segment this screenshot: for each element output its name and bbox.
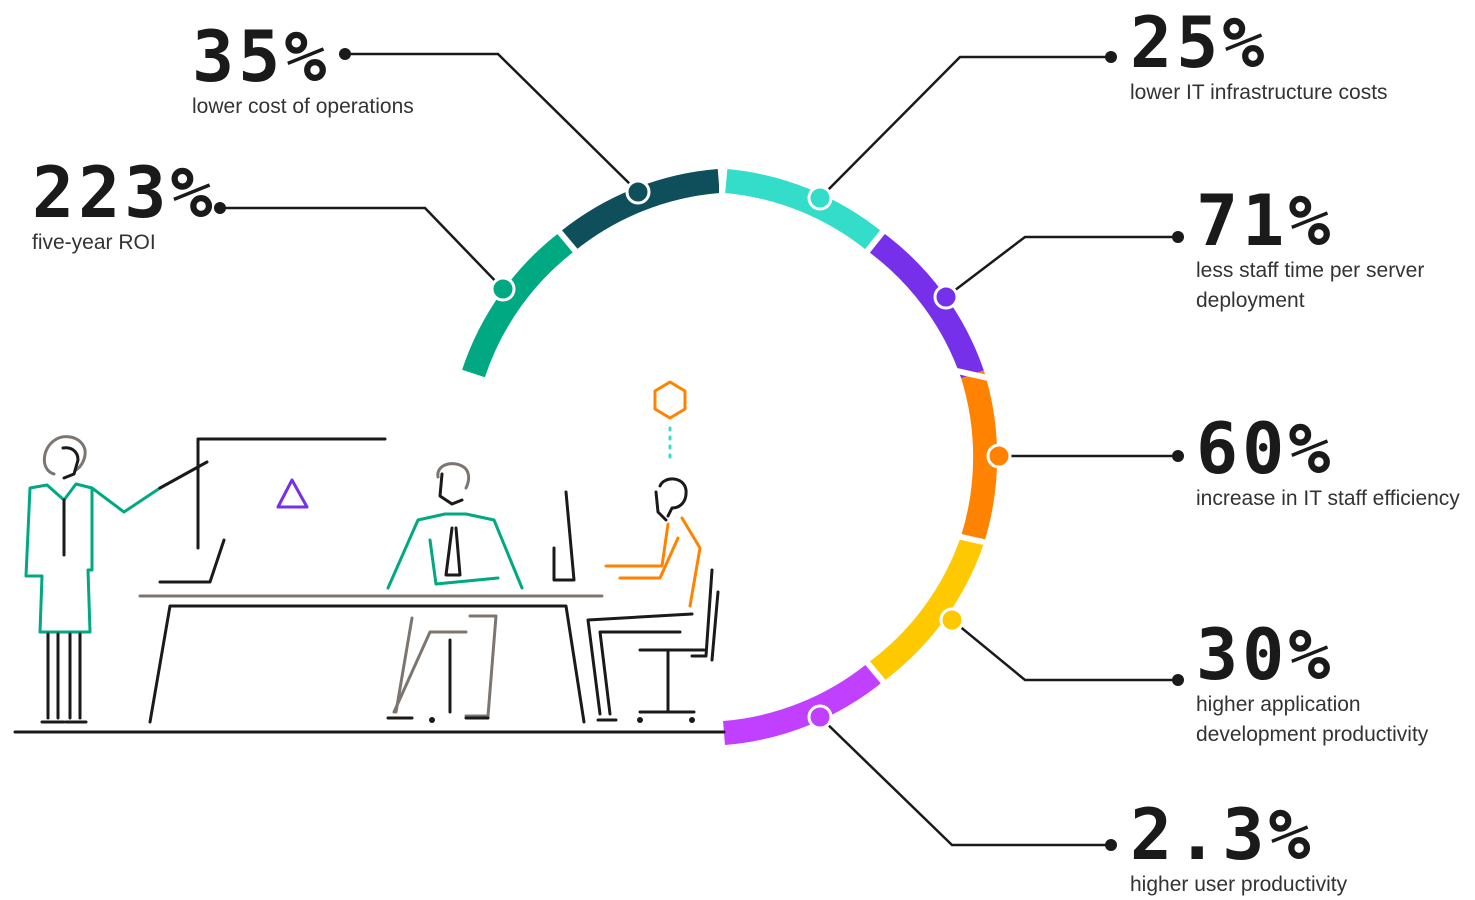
stat-less-staff-time: 71% less staff time per server deploymen… [1196,186,1424,316]
hexagon-icon [653,380,687,420]
worker-chair-back [690,568,714,658]
listener-chair-wheel [429,717,435,723]
leader-23 [819,716,1111,847]
stat-lower-cost-operations: 35% lower cost of operations [192,22,414,122]
listener-hair [436,462,471,490]
presenter-face [61,446,80,480]
laptop-left [158,538,226,584]
marker-yellow [939,607,965,633]
monitor [552,490,576,582]
ring-separators [554,166,989,687]
leader-223 [220,206,504,290]
leader-dot [214,202,226,214]
office-illustration [13,380,726,734]
leader-dot [339,48,351,60]
stat-label: lower IT infrastructure costs [1130,81,1388,104]
marker-orange [986,443,1012,469]
ring-segment-aqua [725,169,883,251]
listener-face [438,472,464,506]
table-leg-left [148,604,586,724]
separator [956,533,989,546]
stat-label-line2: deployment [1196,289,1305,312]
leader-25 [819,55,1111,199]
presenter-figure [24,435,209,724]
listener-tie [444,526,462,577]
worker-legs2 [598,630,682,716]
leader-35 [345,52,639,193]
worker-body [604,516,702,608]
stat-label: higher user productivity [1130,873,1348,896]
listener-body [386,512,524,590]
marker-magenta [807,704,833,730]
separator [862,658,889,687]
triangle-icon [276,478,309,509]
leader-71 [945,235,1178,298]
presentation-board [196,437,387,550]
ring-segment-yellow [868,535,984,682]
ring-markers [490,179,1012,730]
separator [862,227,888,256]
worker-chair-wheel [689,717,695,723]
stat-value: 60% [1196,408,1335,490]
leader-dot [1105,51,1117,63]
presenter-pointer [158,460,209,490]
ring [462,169,998,745]
listener-arm [428,538,500,586]
worker-head [654,477,688,522]
leader-30 [951,619,1178,682]
stat-value: 35% [192,16,331,98]
separator [956,368,989,381]
leader-dot [1105,839,1117,851]
leader-dot [1172,674,1184,686]
worker-chair-back2 [710,590,720,662]
ring-segment-orange [961,370,998,544]
stat-value: 2.3% [1130,794,1315,876]
ring-segment-magenta [722,662,884,745]
listener-chair-leg [394,616,414,714]
marker-green [490,276,516,302]
presenter-hair [42,435,87,476]
stat-it-staff-efficiency: 60% increase in IT staff efficiency [1196,414,1460,514]
marker-aqua [807,185,833,211]
ring-segment-green [462,231,575,378]
worker-chair-wheel [637,717,643,723]
stat-five-year-roi: 223% five-year ROI [32,158,217,258]
worker-arm [618,536,680,580]
stat-user-productivity: 2.3% higher user productivity [1130,800,1347,900]
ring-segment-violet [867,231,984,379]
listener-figure [386,462,524,723]
leader-dot [1172,231,1184,243]
stat-app-dev-productivity: 30% higher application development produ… [1196,620,1428,750]
leader-lines [220,52,1178,847]
stat-label-line1: less staff time per server [1196,259,1425,282]
listener-shin [392,630,468,714]
stat-lower-it-infrastructure: 25% lower IT infrastructure costs [1130,8,1388,108]
stat-value: 25% [1130,2,1269,84]
worker-legs [586,612,694,716]
stat-value: 30% [1196,614,1335,696]
leader-dot [1172,450,1184,462]
worker-figure [586,380,720,723]
stat-label-line2: development productivity [1196,723,1429,746]
stat-value: 71% [1196,180,1335,262]
presenter-body [24,482,94,634]
listener-chair-back [464,614,498,718]
stat-label: five-year ROI [32,231,156,254]
stat-label-line1: higher application [1196,693,1361,716]
marker-dark-teal [625,179,651,205]
stat-value: 223% [32,152,217,234]
marker-violet [933,284,959,310]
presenter-arm [90,486,162,514]
stat-label: lower cost of operations [192,95,414,118]
separator [554,227,581,256]
leader-dots [214,48,1184,851]
stat-label: increase in IT staff efficiency [1196,487,1460,510]
